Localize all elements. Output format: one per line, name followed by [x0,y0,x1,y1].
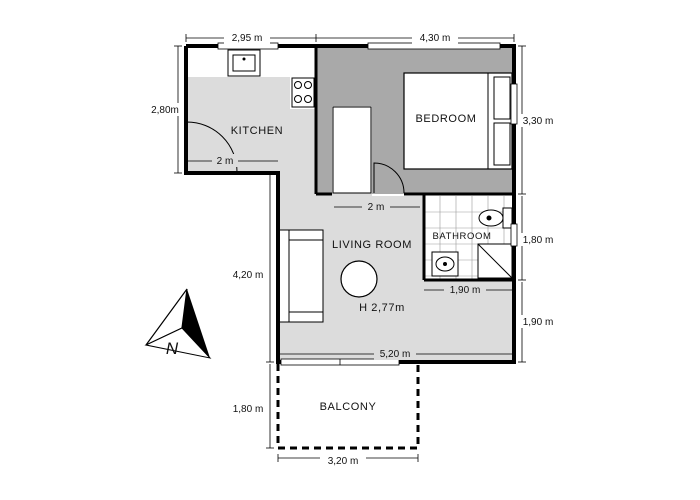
bathroom-label: BATHROOM [433,231,492,242]
round-table-icon [340,260,378,298]
toilet-icon [478,207,513,229]
dim-right-bathroom: 1,80 m [523,235,554,246]
walls [184,44,516,364]
balcony-outline [276,364,420,450]
wardrobe-icon [332,106,372,194]
dimension-labels: 2,95 m 4,30 m 2,80m 2 m 3,30 m 2 m 1,80 … [150,31,558,467]
dim-right-bedroom: 3,30 m [523,116,554,127]
ceiling-height-label: H 2,77m [359,302,405,314]
living-floor [186,46,514,362]
balcony-floor [278,362,418,448]
north-label: N [166,339,179,358]
kitchen-label: KITCHEN [231,125,283,137]
dim-left-living: 4,20 m [233,270,264,281]
stove-icon [291,77,315,108]
bedroom-door-swing [373,162,405,194]
dim-right-living: 1,90 m [523,317,554,328]
dim-left-kitchen: 2,80m [151,105,179,116]
sofa-icon [278,229,324,323]
bed-icon [403,72,513,170]
dim-top-left: 2,95 m [232,33,263,44]
washbasin-icon [431,251,459,277]
dim-living-bottom: 5,20 m [380,349,411,360]
windows [217,42,518,366]
dim-bedroom-bottom: 2 m [368,202,385,213]
dim-top-right: 4,30 m [420,33,451,44]
balcony-label: BALCONY [320,401,377,413]
dim-balcony-bottom: 3,20 m [328,456,359,467]
dim-bathroom-bottom: 1,90 m [450,285,481,296]
bedroom-label: BEDROOM [415,113,476,125]
kitchen-sink-icon [227,49,261,77]
dim-balcony-left: 1,80 m [233,404,264,415]
shower-tray-icon [477,243,513,279]
dim-kitchen-inner: 2 m [217,156,234,167]
north-arrow-icon: N [144,288,212,359]
living-room-label: LIVING ROOM [332,239,412,251]
